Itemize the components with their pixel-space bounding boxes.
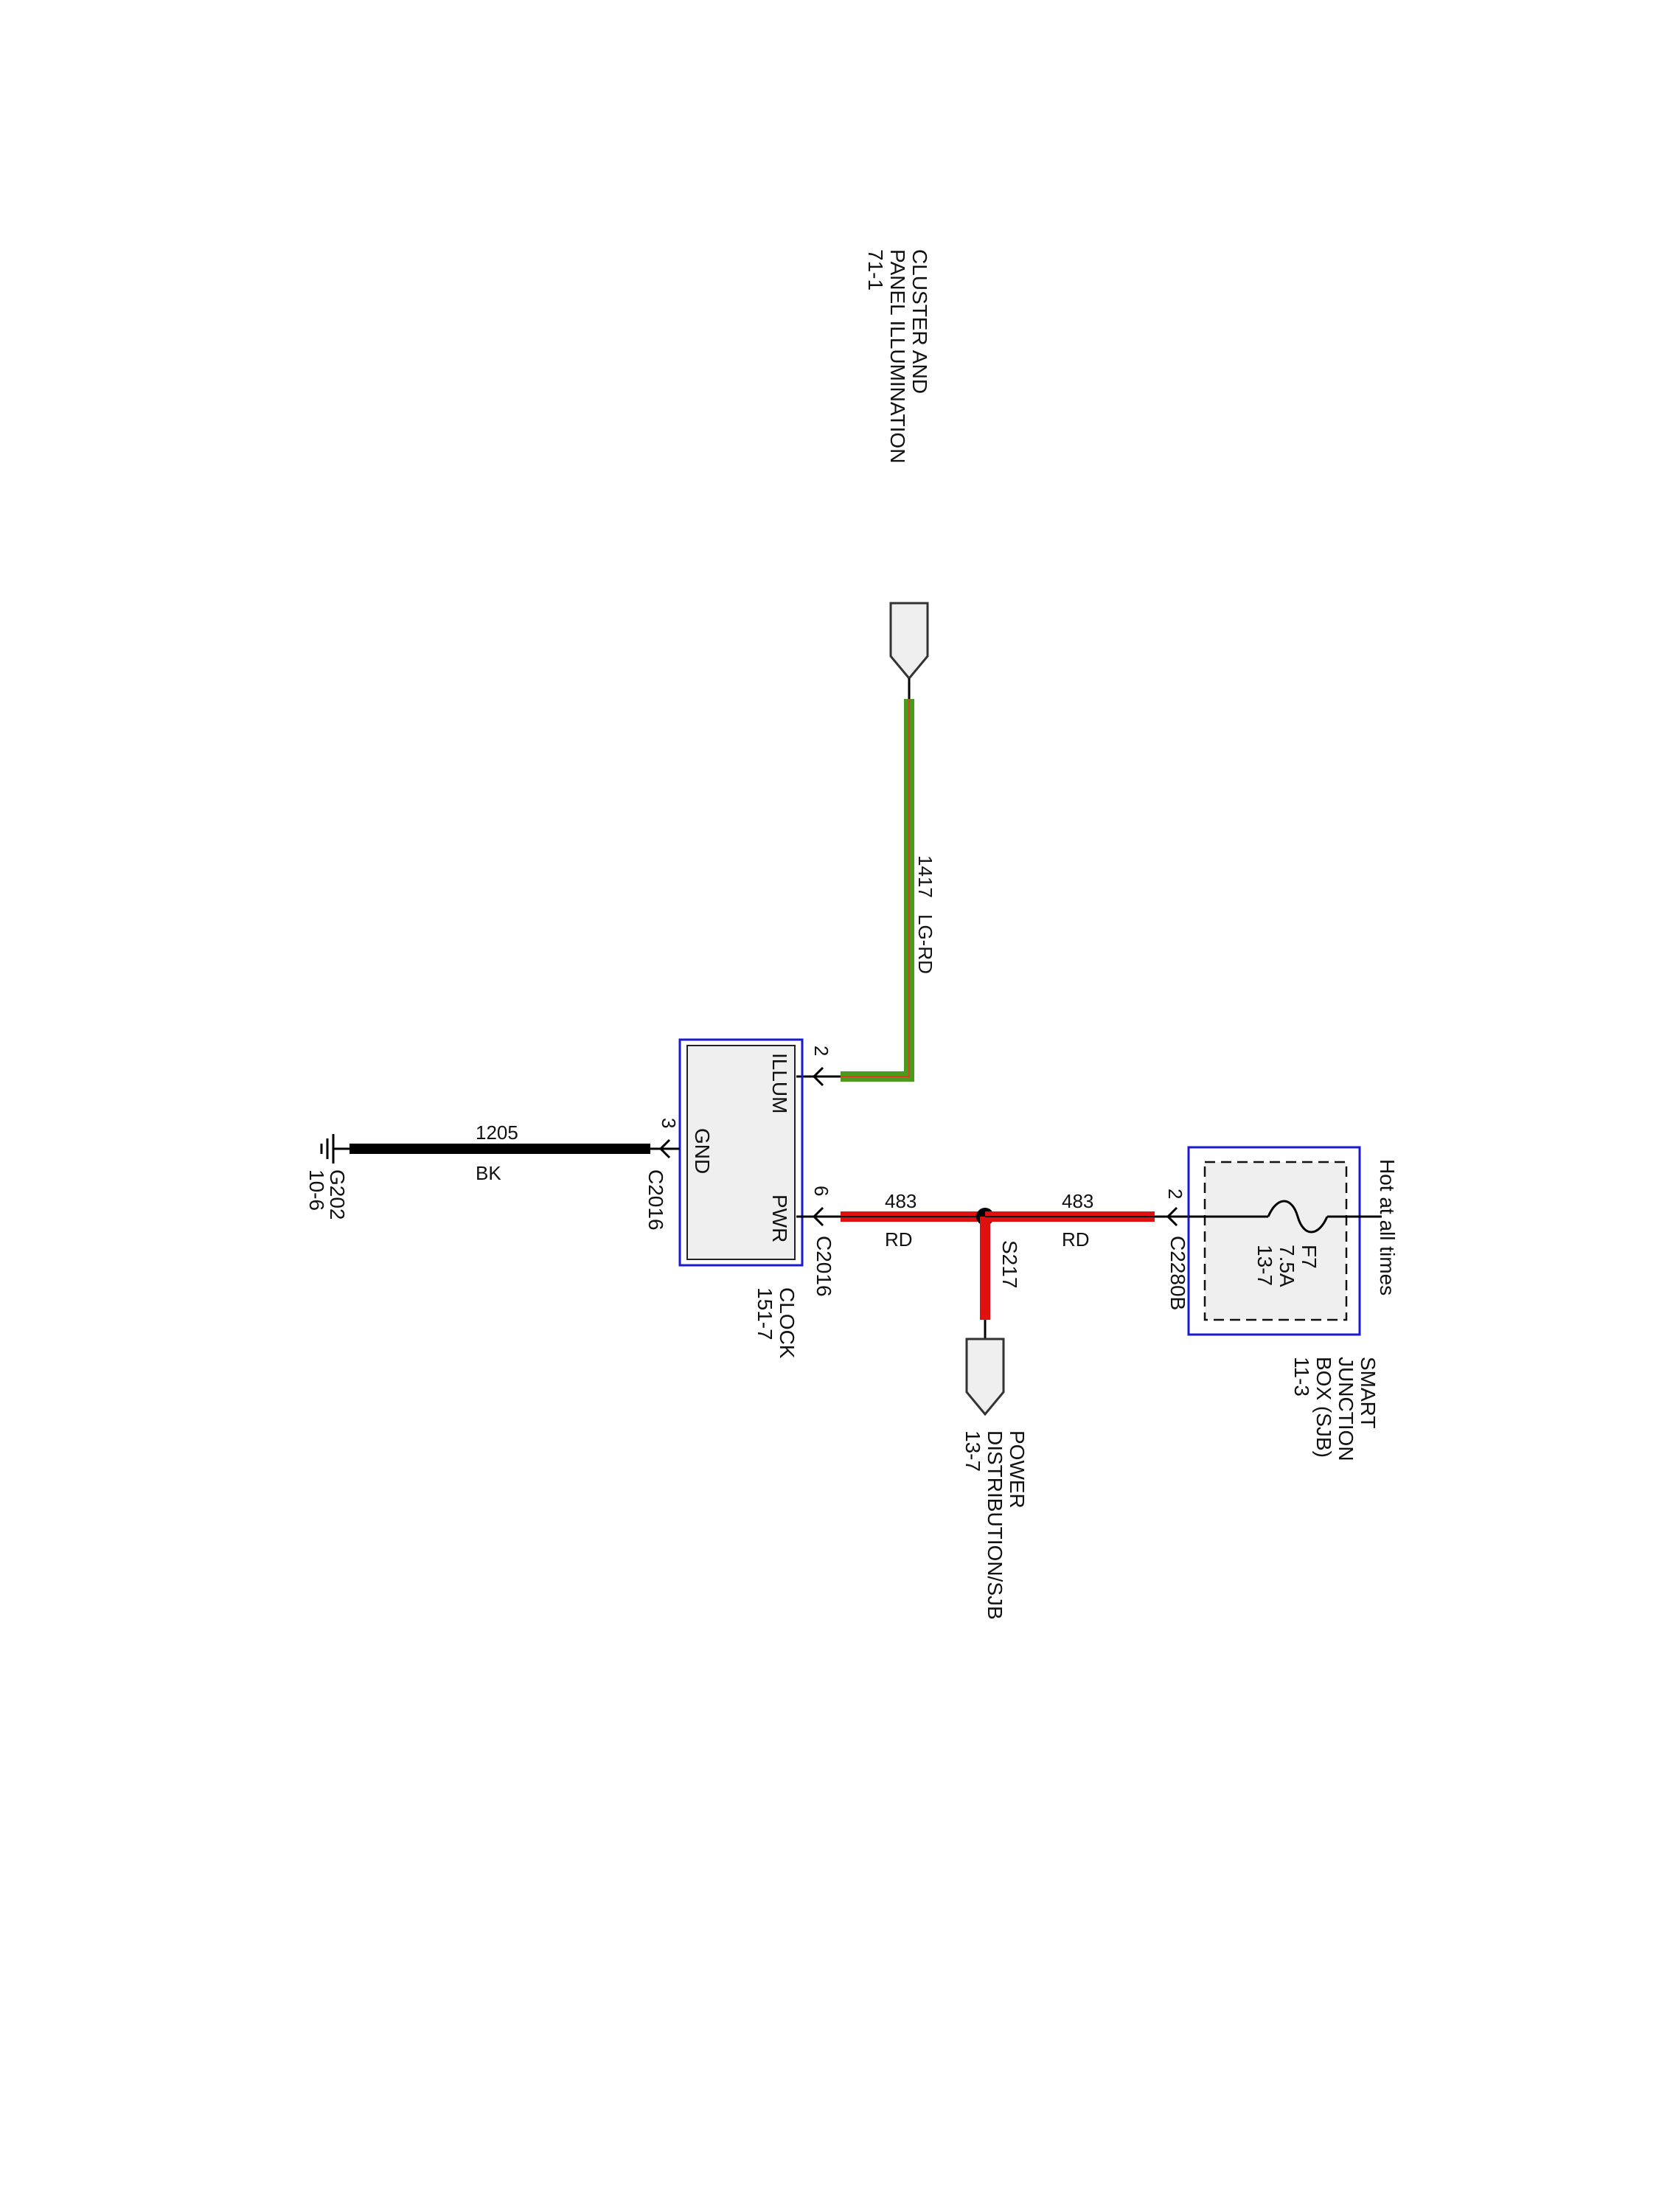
clock-label-line2: 151-7 — [754, 1287, 776, 1340]
pin-gnd-number: 3 — [658, 1118, 680, 1128]
sjb-label-line2: JUNCTION — [1335, 1357, 1357, 1461]
cluster-label-line3: 71-1 — [864, 249, 887, 291]
pin-pwr-connector-symbol — [812, 1206, 824, 1227]
fuse-icon — [1267, 1200, 1329, 1234]
fuse-label-line2: 7.5A — [1276, 1245, 1298, 1287]
clock-component — [678, 1038, 804, 1267]
connector-c2016-pwr-label: C2016 — [813, 1236, 835, 1297]
pin-gnd-connector-symbol — [658, 1138, 671, 1159]
sjb-label-line1: SMART — [1357, 1357, 1380, 1429]
pin-pwr-name: PWR — [768, 1194, 791, 1242]
wire-1205-circuit-label: 1205 — [476, 1121, 518, 1144]
cluster-connector-arrow — [889, 602, 929, 681]
power-label-line3: 13-7 — [961, 1430, 984, 1472]
sjb-label-line4: 11-3 — [1290, 1357, 1313, 1397]
wire-483-left-circuit-label: 483 — [885, 1190, 917, 1212]
connector-c2280b-label: C2280B — [1166, 1236, 1189, 1310]
power-distribution-connector-arrow — [965, 1338, 1005, 1416]
smart-junction-box — [1187, 1146, 1361, 1336]
wire-1417 — [841, 678, 914, 1082]
wire-483-left-color-label: RD — [885, 1228, 913, 1251]
pin-illum-number: 2 — [810, 1046, 832, 1056]
pin-illum-connector-symbol — [812, 1066, 824, 1087]
clock-label-line1: CLOCK — [776, 1287, 799, 1359]
pin-illum-name: ILLUM — [768, 1053, 791, 1113]
pin-gnd-name: GND — [691, 1128, 714, 1174]
fuse-label-line3: 13-7 — [1253, 1245, 1276, 1286]
wire-483-right-circuit-label: 483 — [1062, 1190, 1093, 1212]
pin-c2280b-number: 2 — [1164, 1189, 1186, 1199]
pin-pwr-number: 6 — [810, 1186, 832, 1196]
power-label-line1: POWER — [1006, 1430, 1029, 1509]
ground-icon — [320, 1134, 349, 1164]
hot-at-all-times-label: Hot at all times — [1376, 1159, 1399, 1295]
cluster-reference-label: CLUSTER AND PANEL ILLUMINATION 71-1 — [864, 249, 931, 463]
wire-483-right-color-label: RD — [1062, 1228, 1090, 1251]
wire-1417-circuit-label: 1417 — [914, 855, 936, 898]
fuse-label-line1: F7 — [1298, 1245, 1321, 1269]
ground-label-line2: 10-6 — [305, 1169, 328, 1211]
wire-1205-color-label: BK — [476, 1162, 501, 1184]
sjb-label-line3: BOX (SJB) — [1312, 1357, 1335, 1458]
splice-s217-label: S217 — [998, 1240, 1021, 1288]
cluster-label-line2: PANEL ILLUMINATION — [886, 249, 909, 463]
power-label-line2: DISTRIBUTION/SJB — [984, 1430, 1006, 1620]
connector-c2016-gnd-label: C2016 — [644, 1169, 667, 1231]
wire-1417-color-label: LG-RD — [914, 914, 936, 974]
ground-label-line1: G202 — [326, 1169, 349, 1220]
cluster-label-line1: CLUSTER AND — [908, 249, 931, 394]
pin-c2280b-connector-symbol — [1166, 1206, 1178, 1227]
